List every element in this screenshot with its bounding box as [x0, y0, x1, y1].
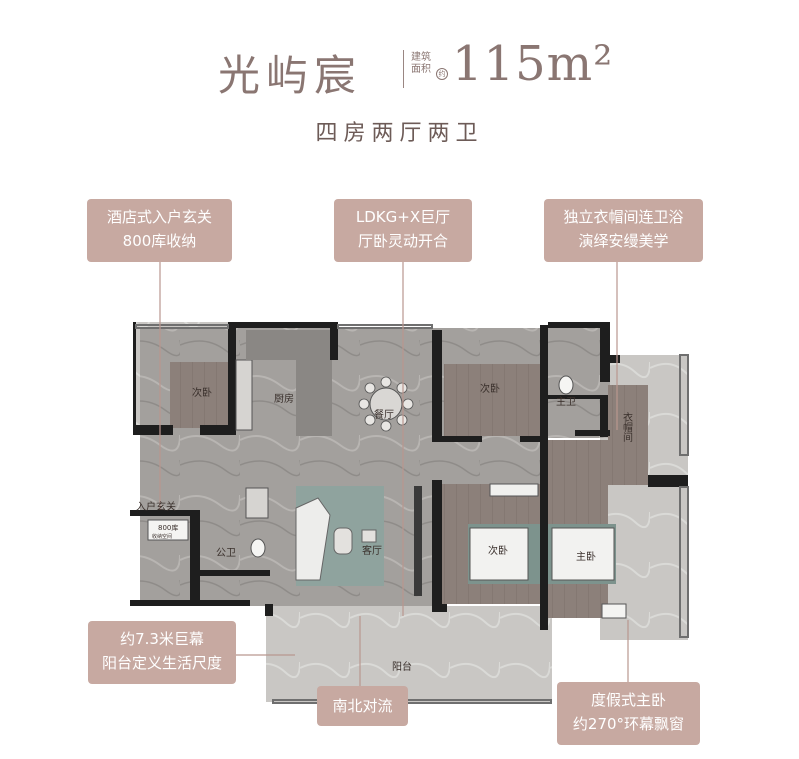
area-label: 建筑面积: [411, 52, 431, 75]
callout-living-line1: LDKG+X巨厅: [355, 208, 451, 226]
callout-balcony-line1: 约7.3米巨幕: [120, 630, 204, 648]
callout-master-line2: 约270°环幕飘窗: [572, 715, 685, 733]
callout-balcony: 约7.3米巨幕 阳台定义生活尺度: [88, 621, 236, 684]
coffee-table: [333, 527, 353, 555]
area-value: 115m²: [452, 36, 614, 92]
tv-wall: [414, 486, 422, 596]
label-kitchen: 厨房: [274, 392, 294, 405]
label-entry: 入户玄关: [136, 500, 176, 513]
callout-master-line1: 度假式主卧: [590, 691, 666, 709]
title-divider: [403, 50, 404, 88]
label-living: 客厅: [362, 544, 382, 557]
callout-entry-line1: 酒店式入户玄关: [106, 208, 212, 226]
label-bedroom-left: 次卧: [192, 386, 212, 399]
callout-closet-line2: 演绎安缦美学: [578, 232, 669, 250]
bed-secondary: [469, 527, 529, 581]
armchair: [361, 529, 377, 543]
dining-chairs: [358, 376, 414, 432]
corridor-floor: [440, 438, 540, 484]
callout-airflow: 南北对流: [317, 686, 408, 726]
balcony-area: [266, 606, 552, 702]
public-toilet: [250, 538, 266, 558]
label-dining: 餐厅: [374, 408, 394, 421]
label-closet: 衣帽间: [621, 411, 633, 443]
storage-cabinet: [147, 519, 189, 541]
label-master-bed: 主卧: [576, 550, 596, 563]
bedroom-left-floor: [170, 362, 232, 428]
walls: [130, 322, 688, 630]
label-bedroom-mid: 次卧: [480, 382, 500, 395]
label-storage-sub: 收纳空间: [152, 533, 172, 540]
callout-leaders: [159, 262, 629, 686]
callout-entry: 酒店式入户玄关 800库收纳: [87, 199, 232, 262]
bed-master: [551, 527, 615, 581]
kitchen-island: [296, 360, 332, 436]
dining-table: [369, 387, 403, 421]
label-master-bath: 主卫: [556, 396, 576, 408]
area-approx-mark: 约: [436, 68, 448, 80]
callout-closet-line1: 独立衣帽间连卫浴: [563, 208, 684, 226]
callout-closet: 独立衣帽间连卫浴 演绎安缦美学: [544, 199, 703, 262]
callout-living-line2: 厅卧灵动开合: [357, 232, 448, 250]
washer: [601, 603, 627, 619]
sofa: [295, 497, 331, 581]
label-balcony: 阳台: [392, 660, 412, 673]
bedroom-mid-floor: [444, 364, 540, 436]
master-toilet: [558, 375, 574, 395]
kitchen-cabinet: [246, 330, 330, 360]
kitchen-counter: [235, 359, 253, 431]
title-row: 光屿宸 建筑面积 约 115m²: [0, 28, 799, 100]
callout-master: 度假式主卧 约270°环幕飘窗: [557, 682, 700, 745]
layout-subtitle: 四房两厅两卫: [315, 121, 484, 146]
label-storage: 800库: [158, 523, 178, 532]
window-frames: [135, 324, 689, 704]
wardrobe: [489, 483, 539, 497]
project-name: 光屿宸: [218, 51, 363, 100]
label-public-bath: 公卫: [216, 548, 236, 559]
label-bedroom-right: 次卧: [488, 544, 508, 557]
callout-balcony-line2: 阳台定义生活尺度: [101, 654, 222, 672]
callout-airflow-line1: 南北对流: [332, 697, 393, 715]
callout-entry-line2: 800库收纳: [122, 232, 197, 250]
public-shower: [245, 487, 269, 519]
closet-floor: [608, 385, 648, 485]
callout-living: LDKG+X巨厅 厅卧灵动开合: [334, 199, 472, 262]
